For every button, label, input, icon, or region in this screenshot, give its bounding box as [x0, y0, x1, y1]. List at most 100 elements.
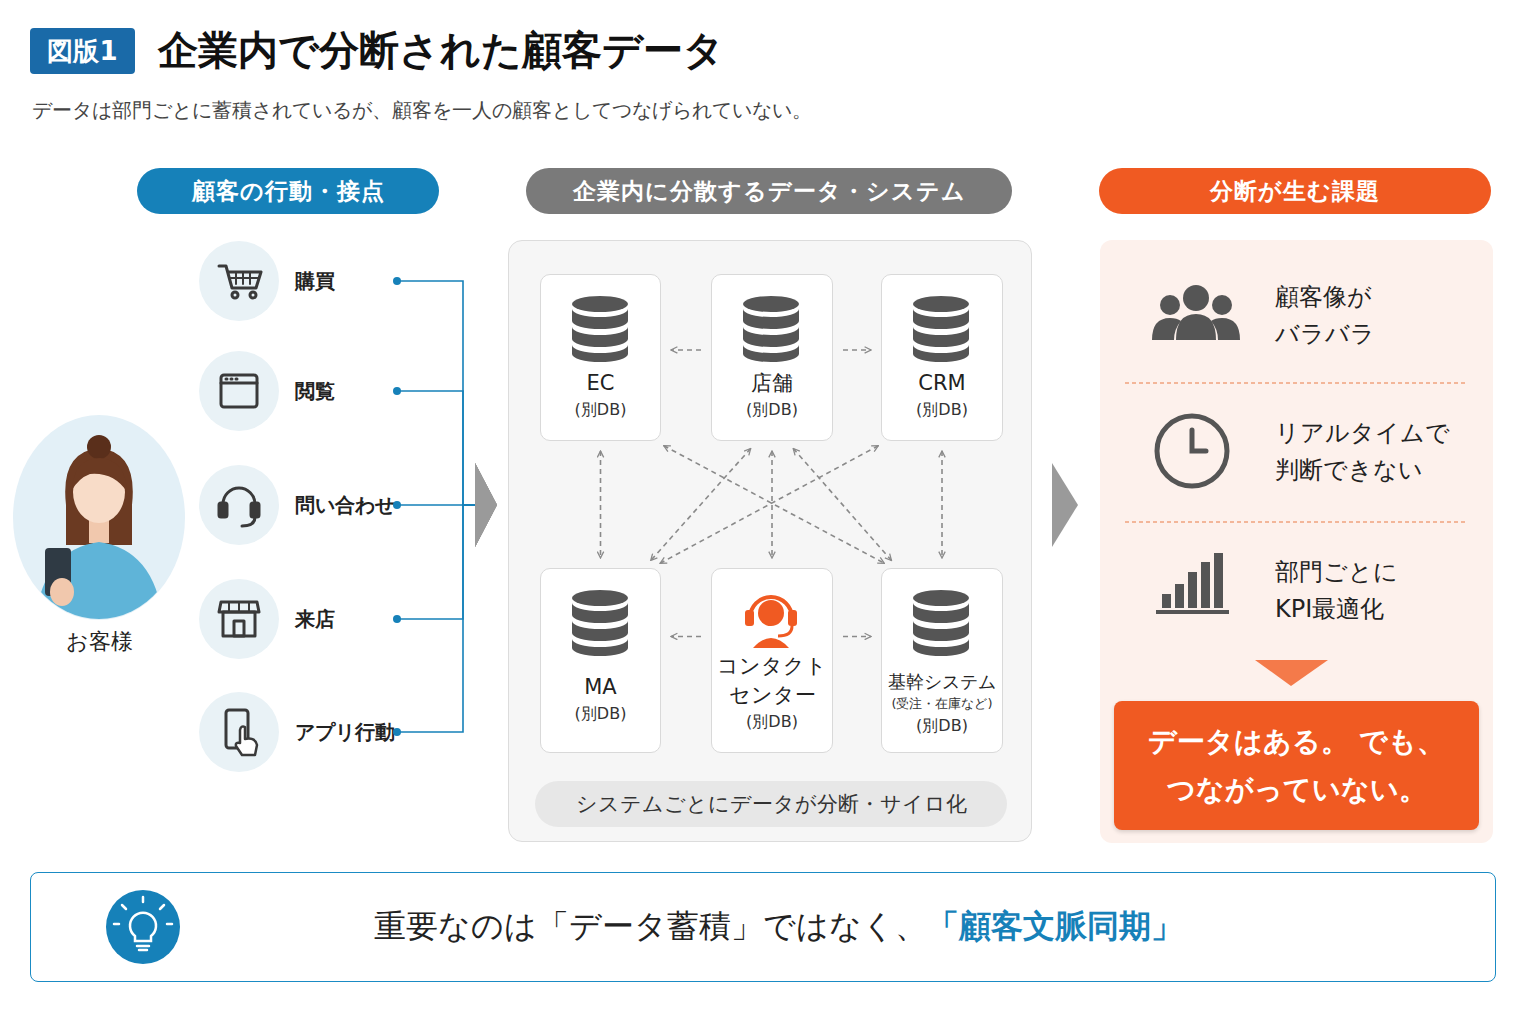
line-dot [393, 387, 401, 395]
store-door [234, 621, 244, 636]
icon-circle [199, 351, 279, 431]
node-text: アプリ行動 [295, 719, 395, 746]
people-icon [1152, 285, 1240, 340]
mic [778, 626, 792, 636]
mic [242, 517, 255, 526]
operator-head [758, 600, 784, 626]
ear-cup [745, 610, 754, 626]
node-text: MA [584, 673, 616, 702]
touchpoint: 問い合わせ [199, 465, 399, 545]
database-box: EC(別DB) [540, 274, 661, 441]
connector [393, 463, 497, 736]
bulb-circle [106, 890, 180, 964]
phone-icon [226, 710, 248, 748]
node-text: 閲覧 [295, 378, 335, 405]
browser-icon [221, 375, 257, 407]
hair [65, 448, 133, 545]
hand [50, 578, 74, 606]
chevron-arrow [475, 463, 497, 547]
node-text: 顧客の行動・接点 [192, 176, 385, 207]
dashed-connector [660, 446, 878, 564]
node-text: 購買 [295, 268, 335, 295]
cart-grid [230, 272, 258, 284]
connector [942, 451, 943, 558]
dashed-connector [600, 451, 602, 558]
dashed-connector [941, 451, 943, 558]
cart-wheel [250, 292, 256, 298]
operator-body [753, 638, 789, 648]
bulb-icon [106, 890, 180, 964]
store-body [223, 612, 255, 636]
node-text: リアルタイムで 判断できない [1275, 415, 1455, 489]
node-text: 分断が生む課題 [1210, 176, 1380, 207]
line-dot [393, 501, 401, 509]
touchpoint: 閲覧 [199, 351, 399, 431]
database-icon [913, 590, 969, 656]
database-box: 店舗(別DB) [711, 274, 833, 441]
header-pill: 企業内に分散するデータ・システム [526, 168, 1012, 214]
customer-illustration [34, 435, 164, 630]
bangs [72, 458, 127, 492]
touchpoint: 来店 [199, 579, 399, 659]
node-text: コンタクト センター [712, 652, 832, 710]
ear-cup [219, 503, 227, 517]
node-text: 部門ごとに KPI最適化 [1275, 554, 1455, 628]
clock-icon [1157, 416, 1227, 486]
key-message-box: 重要なのは「データ蓄積」ではなく、「顧客文脈同期」 [30, 872, 1496, 982]
line-dot [393, 728, 401, 736]
clock-face [1157, 416, 1227, 486]
connector [671, 636, 701, 637]
node-text: (別DB) [916, 398, 968, 422]
customer-circle: お客様 [13, 415, 185, 620]
bracket-line [399, 281, 475, 505]
database-box: MA(別DB) [540, 568, 661, 753]
touchpoint: アプリ行動 [199, 692, 399, 772]
database-icon [743, 296, 799, 362]
connector [843, 636, 871, 637]
chevron-arrow [475, 463, 497, 547]
dashed-connector [793, 449, 891, 561]
bar [1188, 572, 1197, 608]
node-text: (別DB) [746, 710, 798, 734]
contact-center-box: コンタクト センター(別DB) [711, 568, 833, 753]
connector [793, 449, 891, 561]
tap-hand [236, 726, 257, 755]
node-text: 店舗 [751, 369, 793, 398]
database-icon [572, 590, 628, 656]
baseline [1156, 610, 1229, 614]
header-pill: 分断が生む課題 [1099, 168, 1491, 214]
node-text: 顧客像が バラバラ [1275, 279, 1455, 353]
connector [772, 451, 773, 558]
connector [660, 446, 878, 564]
phone [45, 548, 71, 596]
connector [843, 349, 871, 350]
figure-badge: 図版1 [30, 28, 135, 74]
cart-wheel [232, 292, 238, 298]
system-container: EC(別DB)店舗(別DB)CRM(別DB)MA(別DB)コンタクト センター(… [508, 240, 1032, 842]
ear-cup [788, 610, 797, 626]
node-text: システムごとにデータが分断・サイロ化 [576, 790, 967, 818]
connector [393, 277, 497, 547]
connector [393, 463, 497, 623]
bracket-line [399, 504, 475, 506]
hair-bun [87, 435, 111, 459]
node-text: (別DB) [575, 398, 627, 422]
node-text: 来店 [295, 606, 335, 633]
node-text: (別DB) [575, 702, 627, 726]
person-body [1152, 318, 1181, 340]
node-text: EC [587, 369, 615, 398]
connector [651, 448, 751, 560]
chevron-arrow [475, 463, 497, 547]
node-text: データはある。 でも、つながっていない。 [1124, 718, 1469, 814]
bulb-glass [130, 913, 156, 941]
node-text: CRM [918, 369, 965, 398]
browser-bar [221, 379, 257, 383]
database-icon [913, 296, 969, 362]
connector [671, 349, 701, 350]
person-head [1212, 295, 1232, 315]
dashed-connector [664, 446, 885, 564]
dashed-connector [651, 448, 751, 560]
node-text: お客様 [13, 627, 185, 657]
node-text: (受注・在庫など) [891, 694, 992, 714]
connector [600, 451, 601, 558]
